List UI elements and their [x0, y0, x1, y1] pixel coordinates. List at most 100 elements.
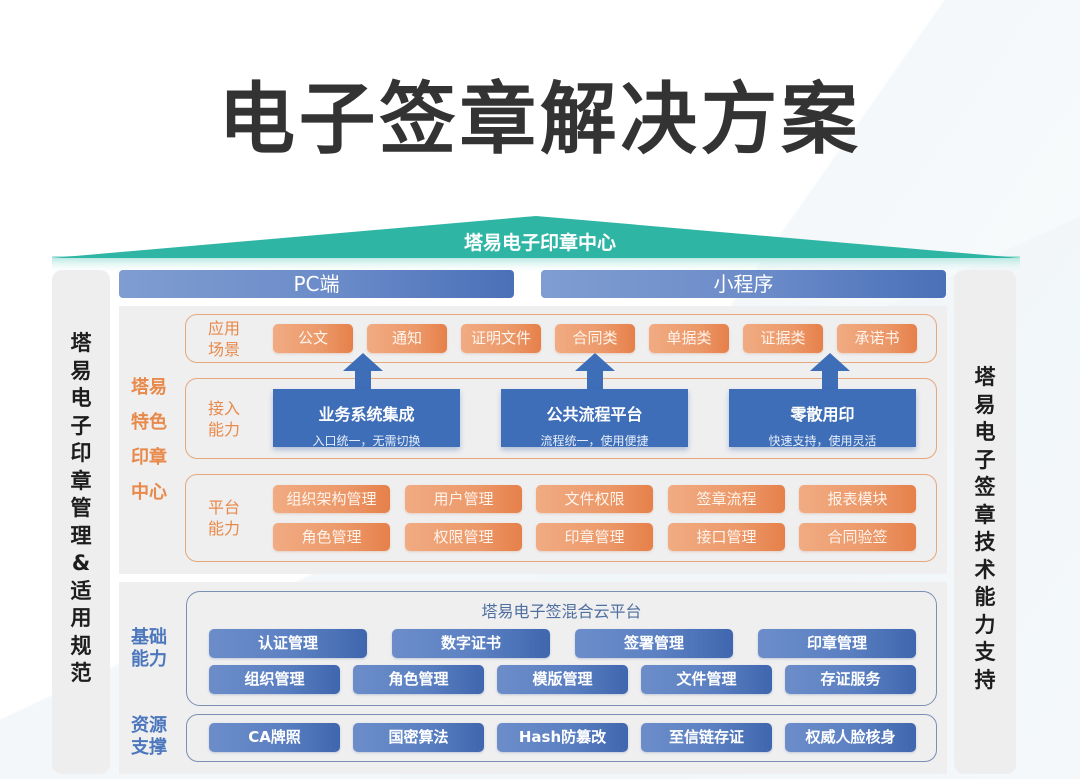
- base-capability-label-line: 能力: [131, 649, 167, 670]
- platform-item[interactable]: 合同验签: [799, 523, 916, 551]
- base-capability-item[interactable]: 角色管理: [353, 665, 484, 694]
- hybrid-cloud-title: 塔易电子签混合云平台: [481, 602, 642, 621]
- left-side-char: &: [71, 551, 91, 575]
- access-card-public-process[interactable]: 公共流程平台 流程统一，使用便捷: [501, 389, 688, 448]
- scenario-row-label-line: 场景: [207, 340, 240, 359]
- access-row-label-line: 能力: [207, 420, 240, 439]
- access-row-label-line: 接入: [207, 399, 240, 418]
- platform-item[interactable]: 签章流程: [668, 485, 785, 513]
- access-card-business-integration[interactable]: 业务系统集成 入口统一，无需切换: [273, 389, 460, 448]
- base-capability-item[interactable]: 文件管理: [641, 665, 772, 694]
- pc-header-bar: PC端: [119, 270, 514, 298]
- scenario-item[interactable]: 公文: [273, 324, 353, 353]
- seal-center-label: 塔易 特色 印章 中心: [127, 370, 171, 510]
- left-side-char: 用: [70, 606, 92, 630]
- left-side-char: 印: [70, 441, 92, 465]
- left-side-char: 管: [70, 496, 92, 520]
- scenario-row-label: 应用 场景: [200, 318, 248, 360]
- platform-item[interactable]: 印章管理: [536, 523, 653, 551]
- scenario-item[interactable]: 承诺书: [837, 324, 917, 353]
- access-frame: [185, 378, 937, 459]
- base-capability-frame: [186, 591, 937, 706]
- base-capability-label-line: 基础: [131, 627, 167, 648]
- base-capability-item[interactable]: 存证服务: [785, 665, 916, 694]
- resource-item[interactable]: CA牌照: [209, 723, 340, 752]
- right-side-char: 电: [974, 420, 996, 444]
- platform-item[interactable]: 用户管理: [405, 485, 522, 513]
- platform-item[interactable]: 接口管理: [668, 523, 785, 551]
- platform-row-label-line: 平台: [207, 498, 240, 517]
- platform-item[interactable]: 报表模块: [799, 485, 916, 513]
- scenario-row-label-line: 应用: [207, 319, 240, 338]
- right-side-char: 能: [974, 585, 996, 609]
- base-capability-label: 基础 能力: [127, 627, 171, 671]
- scenario-item[interactable]: 证据类: [743, 324, 823, 353]
- scenario-item[interactable]: 通知: [367, 324, 447, 353]
- platform-item[interactable]: 权限管理: [405, 523, 522, 551]
- access-card-title: 公共流程平台: [546, 405, 643, 424]
- base-capability-item[interactable]: 数字证书: [392, 629, 550, 658]
- base-capability-item[interactable]: 组织管理: [209, 665, 340, 694]
- right-side-char: 力: [974, 612, 996, 637]
- left-side-char: 易: [70, 358, 92, 383]
- right-side-char: 支: [974, 640, 996, 664]
- page-title: 电子签章解决方案: [218, 75, 862, 165]
- roof-label: 塔易电子印章中心: [463, 232, 616, 254]
- left-side-char: 电: [70, 386, 92, 410]
- resource-item[interactable]: 国密算法: [353, 723, 484, 752]
- resource-item[interactable]: Hash防篡改: [497, 723, 628, 752]
- up-arrow-icon: [575, 353, 615, 389]
- resource-item[interactable]: 至信链存证: [641, 723, 772, 752]
- platform-frame: [185, 474, 937, 562]
- left-side-char: 理: [70, 523, 92, 548]
- platform-item[interactable]: 组织架构管理: [273, 485, 390, 513]
- left-side-char: 适: [70, 578, 92, 603]
- scenario-item[interactable]: 证明文件: [461, 324, 541, 353]
- platform-item[interactable]: 角色管理: [273, 523, 390, 551]
- right-side-char: 签: [974, 475, 996, 499]
- base-capability-item[interactable]: 签署管理: [575, 629, 733, 658]
- left-side-char: 章: [70, 468, 92, 493]
- platform-row-label: 平台 能力: [200, 497, 248, 539]
- resource-support-label: 资源 支撑: [127, 715, 171, 759]
- right-side-char: 技: [974, 530, 996, 554]
- resource-support-label-line: 支撑: [131, 737, 167, 758]
- right-side-char: 章: [974, 502, 996, 527]
- roof-triangle: [52, 216, 1020, 258]
- seal-center-label-line: 塔易: [131, 377, 167, 398]
- seal-center-label-line: 印章: [131, 447, 167, 468]
- scenario-item[interactable]: 单据类: [649, 324, 729, 353]
- access-card-title: 业务系统集成: [318, 405, 415, 424]
- resource-support-label-line: 资源: [131, 715, 167, 736]
- right-side-char: 塔: [974, 365, 996, 389]
- base-capability-item[interactable]: 模版管理: [497, 665, 628, 694]
- base-capability-item[interactable]: 认证管理: [209, 629, 367, 658]
- left-side-char: 塔: [70, 331, 92, 355]
- left-side-char: 规: [70, 633, 92, 658]
- right-side-text: 塔 易 电 子 签 章 技 术 能 力 支 持: [954, 364, 1016, 694]
- right-side-char: 术: [974, 557, 996, 582]
- left-side-char: 子: [70, 413, 92, 438]
- roof-banner: [52, 214, 1020, 278]
- seal-center-label-line: 中心: [131, 482, 167, 503]
- access-card-scattered-seal[interactable]: 零散用印 快速支持，使用灵活: [729, 389, 916, 448]
- right-side-char: 子: [974, 447, 996, 472]
- platform-row-label-line: 能力: [207, 519, 240, 538]
- roof-shadow: [52, 256, 1020, 274]
- left-side-char: 范: [70, 661, 92, 685]
- access-card-subtitle: 快速支持，使用灵活: [768, 434, 877, 448]
- mini-program-header-bar: 小程序: [541, 270, 946, 298]
- base-capability-item[interactable]: 印章管理: [758, 629, 916, 658]
- up-arrow-icon: [810, 353, 850, 389]
- access-card-subtitle: 入口统一，无需切换: [312, 434, 421, 448]
- scenario-item[interactable]: 合同类: [555, 324, 635, 353]
- access-row-label: 接入 能力: [200, 398, 248, 440]
- left-side-text: 塔 易 电 子 印 章 管 理 & 适 用 规 范: [52, 330, 110, 688]
- right-side-char: 易: [974, 392, 996, 417]
- platform-item[interactable]: 文件权限: [536, 485, 653, 513]
- right-side-char: 持: [974, 667, 996, 692]
- resource-support-frame: [186, 714, 937, 762]
- left-side-column: 塔 易 电 子 印 章 管 理 & 适 用 规 范: [52, 270, 110, 774]
- right-side-column: 塔 易 电 子 签 章 技 术 能 力 支 持: [954, 270, 1016, 774]
- resource-item[interactable]: 权威人脸核身: [785, 723, 916, 752]
